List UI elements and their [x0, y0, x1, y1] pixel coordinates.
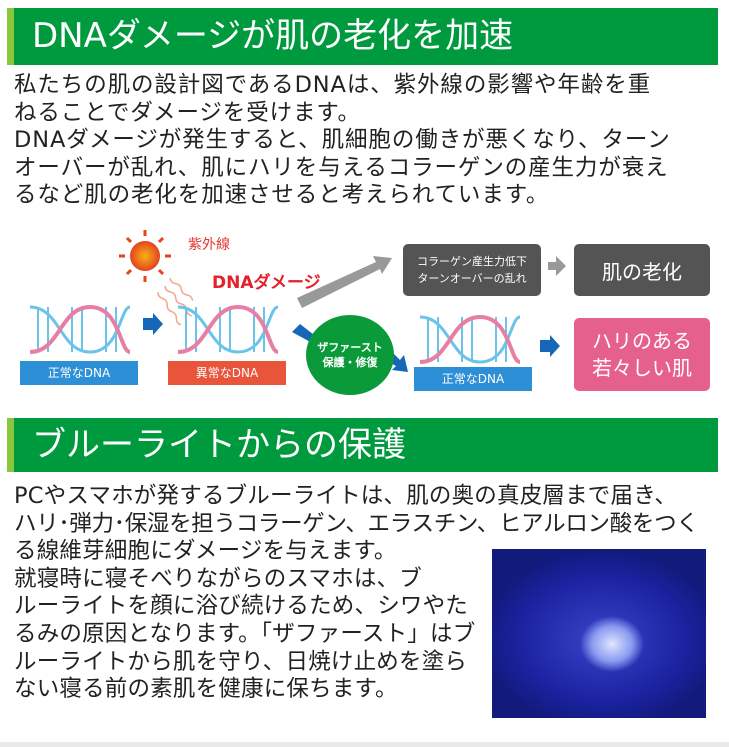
text-line: ねることでダメージを受けます。	[14, 99, 361, 126]
woman-using-phone-photo	[492, 549, 706, 718]
text-line: 就寝時に寝そべりながらのスマホは、ブ	[14, 565, 422, 592]
text-line: る線維芽細胞にダメージを与えます。	[14, 538, 397, 565]
dna-diagram: 紫外線 DNAダメージ 正常なDNA 異常なDNA ザファースト 保護・修復 正…	[0, 220, 729, 400]
text-line: ない寝る前の素肌を健康に保ちます。	[14, 676, 398, 703]
decline-box: コラーゲン産生力低下 ターンオーバーの乱れ	[403, 244, 541, 296]
text-line: PCやスマホが発するブルーライトは、肌の奥の真皮層まで届き、	[14, 483, 678, 509]
uv-rays-icon	[157, 277, 194, 326]
dna-damage-label: DNAダメージ	[212, 273, 321, 293]
sun-icon	[119, 230, 171, 282]
arrow-icon	[297, 256, 392, 308]
text-line: るなど肌の老化を加速させると考えられています。	[14, 182, 550, 209]
repair-circle	[306, 315, 394, 395]
dna-helix-repaired	[418, 315, 522, 364]
repair-circle-text: ザファースト 保護・修復	[306, 340, 394, 370]
turnover-disorder: ターンオーバーの乱れ	[417, 272, 527, 285]
section-title-bluelight: ブルーライトからの保護	[7, 418, 718, 472]
diagram-graphics	[28, 230, 566, 395]
abnormal-dna-label: 異常なDNA	[168, 361, 286, 385]
repair-brand: ザファースト	[317, 341, 383, 354]
skin-aging-box: 肌の老化	[574, 244, 710, 296]
dna-helix-normal	[28, 305, 132, 354]
collagen-decline: コラーゲン産生力低下	[417, 255, 527, 268]
footer-divider	[0, 742, 729, 747]
arrow-icon	[143, 313, 163, 335]
youthful-line: ハリのある	[592, 328, 692, 353]
text-line: ルーライトから肌を守り、日焼け止めを塗ら	[14, 648, 468, 675]
arrow-icon	[548, 256, 566, 276]
text-line: オーバーが乱れ、肌にハリを与えるコラーゲンの産生力が衰え	[14, 154, 669, 181]
dna-helix-damaged	[176, 305, 280, 354]
text-line: DNAダメージが発生すると、肌細胞の働きが悪くなり、ターン	[14, 127, 671, 154]
section-title-dna: DNAダメージが肌の老化を加速	[7, 8, 718, 65]
text-line: 私たちの肌の設計図であるDNAは、紫外線の影響や年齢を重	[14, 72, 652, 98]
uv-label: 紫外線	[188, 237, 230, 253]
youthful-line: 若々しい肌	[592, 355, 692, 380]
text-line: るみの原因となります。「ザファースト」はブ	[14, 620, 476, 647]
bluelight-paragraph: PCやスマホが発するブルーライトは、肌の奥の真皮層まで届き、 ハリ･弾力･保湿を…	[14, 483, 699, 704]
youthful-skin-box: ハリのある 若々しい肌	[574, 318, 710, 391]
normal-dna-label: 正常なDNA	[20, 361, 138, 385]
text-line: ルーライトを顔に浴び続けるため、シワやた	[14, 593, 469, 620]
dna-paragraph: 私たちの肌の設計図であるDNAは、紫外線の影響や年齢を重 ねることでダメージを受…	[14, 72, 671, 210]
text-line: ハリ･弾力･保湿を担うコラーゲン、エラスチン、ヒアルロン酸をつく	[14, 510, 699, 537]
repair-action: 保護・修復	[322, 356, 378, 369]
repaired-dna-label: 正常なDNA	[414, 367, 532, 391]
arrow-icon	[540, 335, 560, 357]
